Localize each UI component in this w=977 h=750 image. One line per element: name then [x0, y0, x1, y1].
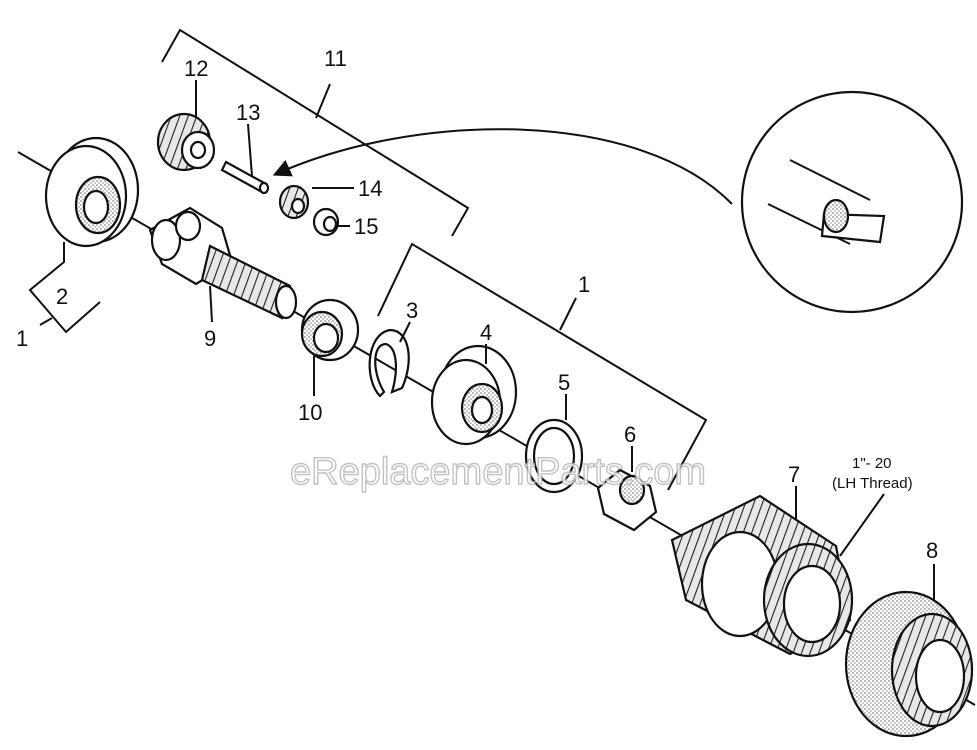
spindle-part-9	[148, 206, 298, 320]
thread-note: 1"- 20 (LH Thread)	[832, 455, 913, 492]
bearing-part-1-left	[44, 136, 140, 248]
callout-4: 4	[480, 320, 492, 345]
detail-magnifier	[272, 90, 964, 314]
callout-13: 13	[236, 100, 260, 125]
leader-lines	[195, 80, 935, 600]
thread-note-type: (LH Thread)	[832, 475, 913, 492]
pin-part-13	[220, 160, 270, 195]
callout-2: 2	[56, 284, 68, 309]
callout-14: 14	[358, 176, 382, 201]
callout-7: 7	[788, 462, 800, 487]
gear-part-12	[156, 112, 216, 172]
callout-8: 8	[926, 538, 938, 563]
wave-washer-part-5	[524, 418, 584, 494]
callout-12: 12	[184, 56, 208, 81]
bushing-part-15	[312, 207, 340, 237]
hex-nut-part-6	[596, 468, 658, 532]
needle-bearing-part-14	[278, 184, 310, 220]
callout-labels: 1 2 9 10 11 12 13 14 15 1 3 4 5 6 7 8	[16, 46, 938, 563]
snap-ring-part-3	[368, 328, 410, 398]
callout-9: 9	[204, 326, 216, 351]
callout-15: 15	[354, 214, 378, 239]
bearing-part-4	[430, 344, 518, 446]
bracket-group-11	[161, 28, 470, 237]
callout-10: 10	[298, 400, 322, 425]
bracket-group-1-right	[377, 242, 708, 491]
callout-1-left: 1	[16, 326, 28, 351]
callout-3: 3	[406, 298, 418, 323]
callout-1-right: 1	[578, 272, 590, 297]
thread-note-size: 1"- 20	[852, 455, 892, 472]
callout-6: 6	[624, 422, 636, 447]
watermark: eReplacementParts.com	[290, 451, 706, 493]
threaded-housing-part-7	[670, 494, 854, 658]
bracket-group-2	[28, 242, 101, 334]
callout-11: 11	[324, 46, 347, 71]
callout-5: 5	[558, 370, 570, 395]
cap-part-8	[844, 590, 974, 738]
sleeve-part-10	[300, 298, 360, 362]
